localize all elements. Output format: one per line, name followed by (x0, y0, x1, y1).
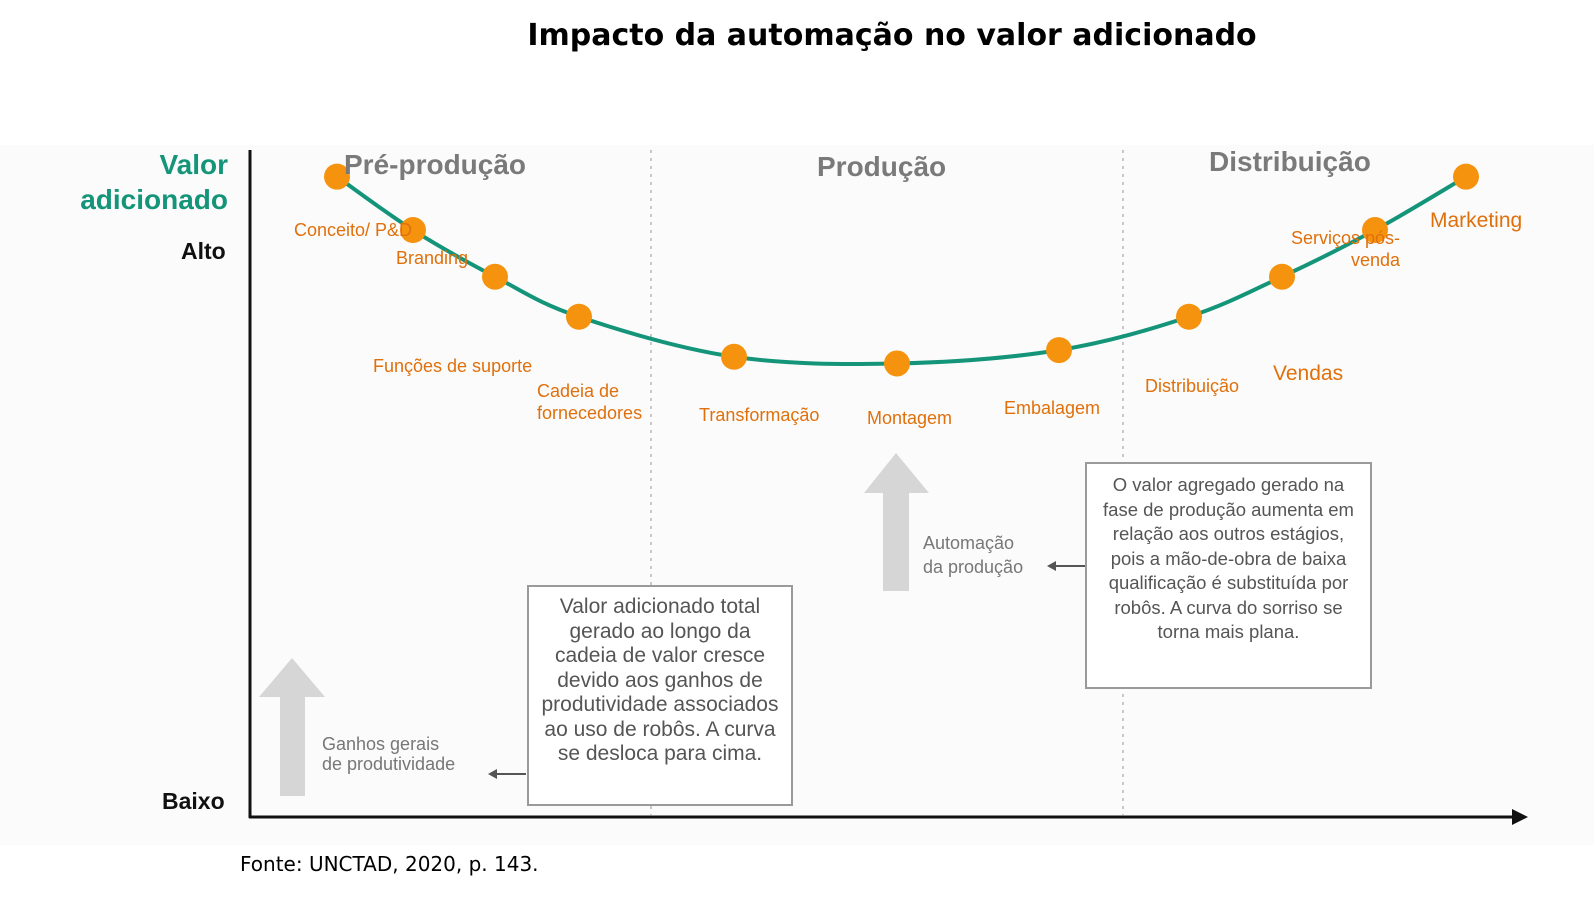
stage-label-transformation: Transformação (699, 405, 820, 425)
stage-marker-1 (400, 217, 426, 244)
automation-up-arrow (864, 453, 929, 591)
y-axis-label-line1: Valor (159, 149, 228, 180)
source-note: Fonte: UNCTAD, 2020, p. 143. (240, 852, 539, 876)
stage-marker-8 (1269, 263, 1295, 290)
y-level-low: Baixo (162, 788, 225, 814)
note-total-pointer-head (488, 769, 497, 779)
note-total-value: Valor adicionado total gerado ao longo d… (527, 585, 793, 806)
note-production-value: O valor agregado gerado na fase de produ… (1085, 462, 1372, 689)
stage-label-distribution: Distribuição (1145, 376, 1240, 396)
note-total-value-text: Valor adicionado total gerado ao longo d… (541, 595, 779, 765)
stage-label-concept: Conceito/ P&D (294, 220, 413, 240)
stage-marker-5 (884, 350, 910, 377)
stage-label-suppliers: Cadeia de fornecedores (537, 381, 643, 423)
stage-marker-3 (566, 303, 592, 330)
diagram-title: Impacto da automação no valor adicionado (527, 18, 1257, 53)
note-production-value-text: O valor agregado gerado na fase de produ… (1103, 474, 1354, 642)
stage-marker-0 (324, 163, 350, 190)
stage-marker-6 (1046, 337, 1072, 364)
stage-label-branding: Branding (396, 248, 469, 268)
stage-label-marketing: Marketing (1430, 209, 1523, 232)
phase-pre-production: Pré-produção (344, 149, 527, 180)
note-production-pointer-head (1047, 561, 1056, 571)
productivity-arrow-label: Ganhos gerais de produtividade (322, 734, 456, 774)
stage-label-assembly: Montagem (867, 408, 953, 428)
stage-marker-9 (1362, 217, 1388, 244)
stage-marker-4 (721, 343, 747, 370)
stage-marker-10 (1453, 163, 1479, 190)
stage-marker-2 (482, 263, 508, 290)
stage-marker-7 (1176, 303, 1202, 330)
x-axis-arrowhead (1512, 809, 1528, 825)
y-axis-label: Valor adicionado (40, 147, 228, 217)
phase-distribution: Distribuição (1209, 146, 1371, 177)
stage-label-packaging: Embalagem (1004, 398, 1101, 418)
stage-label-after-sales: Serviços pós-venda (1290, 228, 1400, 270)
stage-label-sales: Vendas (1273, 362, 1344, 385)
phase-production: Produção (817, 151, 947, 182)
stage-label-support: Funções de suporte (373, 356, 533, 376)
automation-arrow-label: Automação da produção (923, 533, 1024, 577)
y-axis-label-line2: adicionado (80, 184, 228, 215)
y-level-high: Alto (181, 238, 226, 264)
productivity-up-arrow (259, 658, 325, 796)
